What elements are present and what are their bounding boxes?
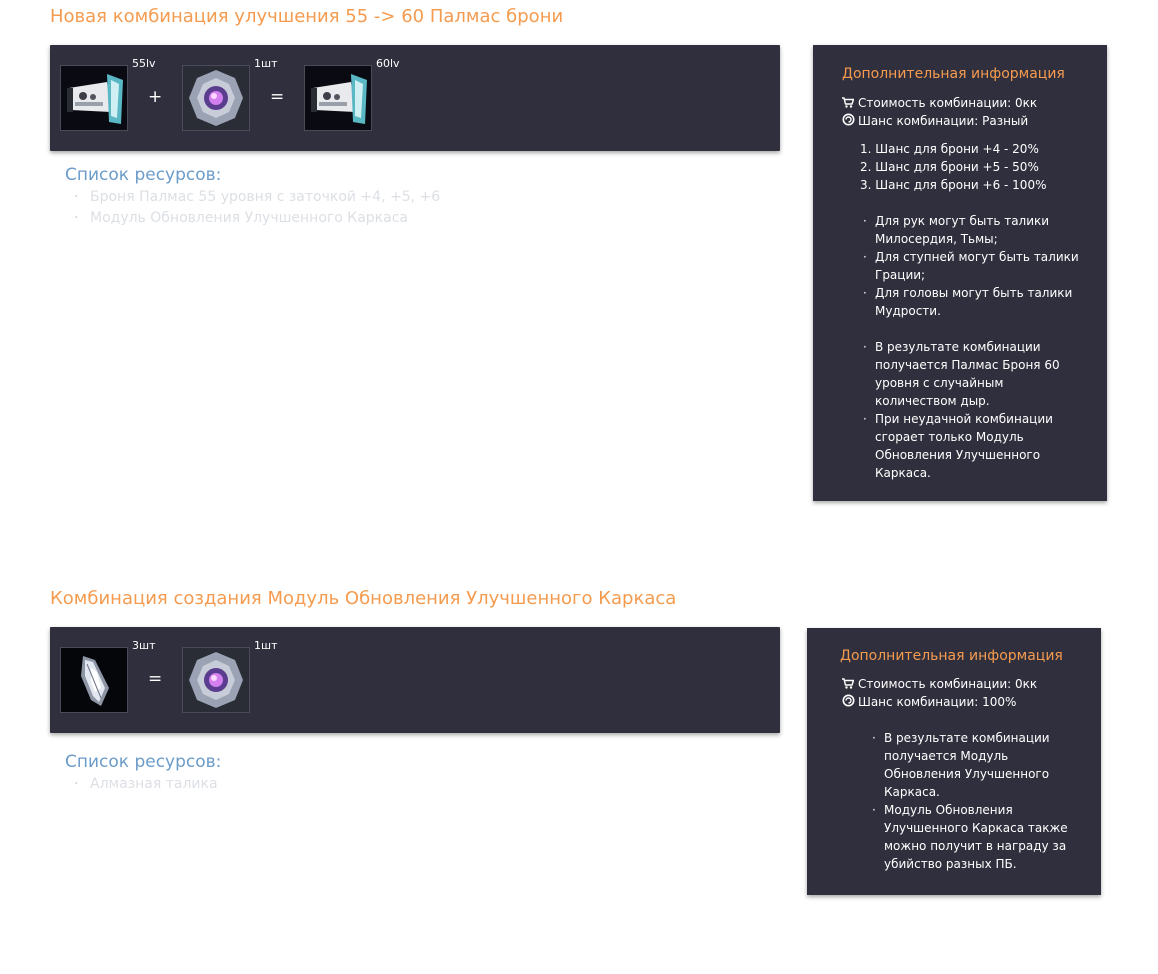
palmas-armor-icon <box>304 65 372 131</box>
ingredient-slot[interactable]: 55lv <box>60 57 156 131</box>
chance-label: Шанс комбинации: 100% <box>858 695 1017 709</box>
slot-count-label: 55lv <box>132 57 156 70</box>
info-panel: Дополнительная информация Стоимость комб… <box>813 45 1107 501</box>
equals-sign: = <box>270 87 285 107</box>
chance-label: Шанс комбинации: Разный <box>858 114 1029 128</box>
note-item: Для рук могут быть талики Милосердия, Ть… <box>863 212 1085 248</box>
cost-row: Стоимость комбинации: 0кк <box>842 94 1037 113</box>
diamond-talic-icon <box>60 647 128 713</box>
equals-sign: = <box>148 669 163 689</box>
section2-title: Комбинация создания Модуль Обновления Ул… <box>50 588 677 609</box>
resource-item: Броня Палмас 55 уровня с заточкой +4, +5… <box>74 187 440 208</box>
slot-count-label: 1шт <box>254 57 278 70</box>
resources-title: Список ресурсов: <box>65 165 222 185</box>
chance-list: 1. Шанс для брони +4 - 20% 2. Шанс для б… <box>860 140 1046 194</box>
info-title: Дополнительная информация <box>842 66 1065 82</box>
info-panel: Дополнительная информация Стоимость комб… <box>807 628 1101 895</box>
slot-count-label: 60lv <box>376 57 400 70</box>
notes-list: Для рук могут быть талики Милосердия, Ть… <box>863 212 1085 482</box>
combination-panel: 55lv + 1шт = <box>50 45 780 151</box>
info-title: Дополнительная информация <box>840 648 1063 664</box>
note-item: Для ступней могут быть талики Грации; <box>863 248 1085 284</box>
chance-item: 1. Шанс для брони +4 - 20% <box>860 142 1039 156</box>
cart-icon <box>842 676 858 694</box>
cart-icon <box>842 95 858 113</box>
slot-count-label: 1шт <box>254 639 278 652</box>
ingredient-slot[interactable]: 3шт <box>60 639 155 713</box>
resources-list: Броня Палмас 55 уровня с заточкой +4, +5… <box>74 187 440 229</box>
cost-label: Стоимость комбинации: 0кк <box>858 96 1038 110</box>
cost-label: Стоимость комбинации: 0кк <box>858 677 1038 691</box>
note-item: В результате комбинации получается Модул… <box>872 729 1082 801</box>
palmas-armor-icon <box>60 65 128 131</box>
upgrade-module-icon <box>182 647 250 713</box>
resource-item: Модуль Обновления Улучшенного Каркаса <box>74 208 440 229</box>
note-item: При неудачной комбинации сгорает только … <box>863 410 1085 482</box>
chance-icon <box>842 113 858 131</box>
chance-icon <box>842 694 858 712</box>
upgrade-module-icon <box>182 65 250 131</box>
chance-item: 3. Шанс для брони +6 - 100% <box>860 178 1047 192</box>
notes-list: В результате комбинации получается Модул… <box>872 729 1082 873</box>
slot-count-label: 3шт <box>132 639 156 652</box>
ingredient-slot[interactable]: 1шт <box>182 57 277 131</box>
resource-item: Алмазная талика <box>74 774 218 795</box>
chance-row: Шанс комбинации: Разный <box>842 112 1028 131</box>
resources-title: Список ресурсов: <box>65 752 222 772</box>
section1-title: Новая комбинация улучшения 55 -> 60 Палм… <box>50 6 564 27</box>
note-item: Модуль Обновления Улучшенного Каркаса та… <box>872 801 1082 873</box>
result-slot[interactable]: 60lv <box>304 57 400 131</box>
cost-row: Стоимость комбинации: 0кк <box>842 675 1037 694</box>
result-slot[interactable]: 1шт <box>182 639 277 713</box>
resources-list: Алмазная талика <box>74 774 218 795</box>
note-item: В результате комбинации получается Палма… <box>863 338 1085 410</box>
note-item: Для головы могут быть талики Мудрости. <box>863 284 1085 320</box>
plus-sign: + <box>148 87 163 107</box>
chance-row: Шанс комбинации: 100% <box>842 693 1016 712</box>
combination-panel: 3шт = 1шт <box>50 627 780 733</box>
chance-item: 2. Шанс для брони +5 - 50% <box>860 160 1039 174</box>
